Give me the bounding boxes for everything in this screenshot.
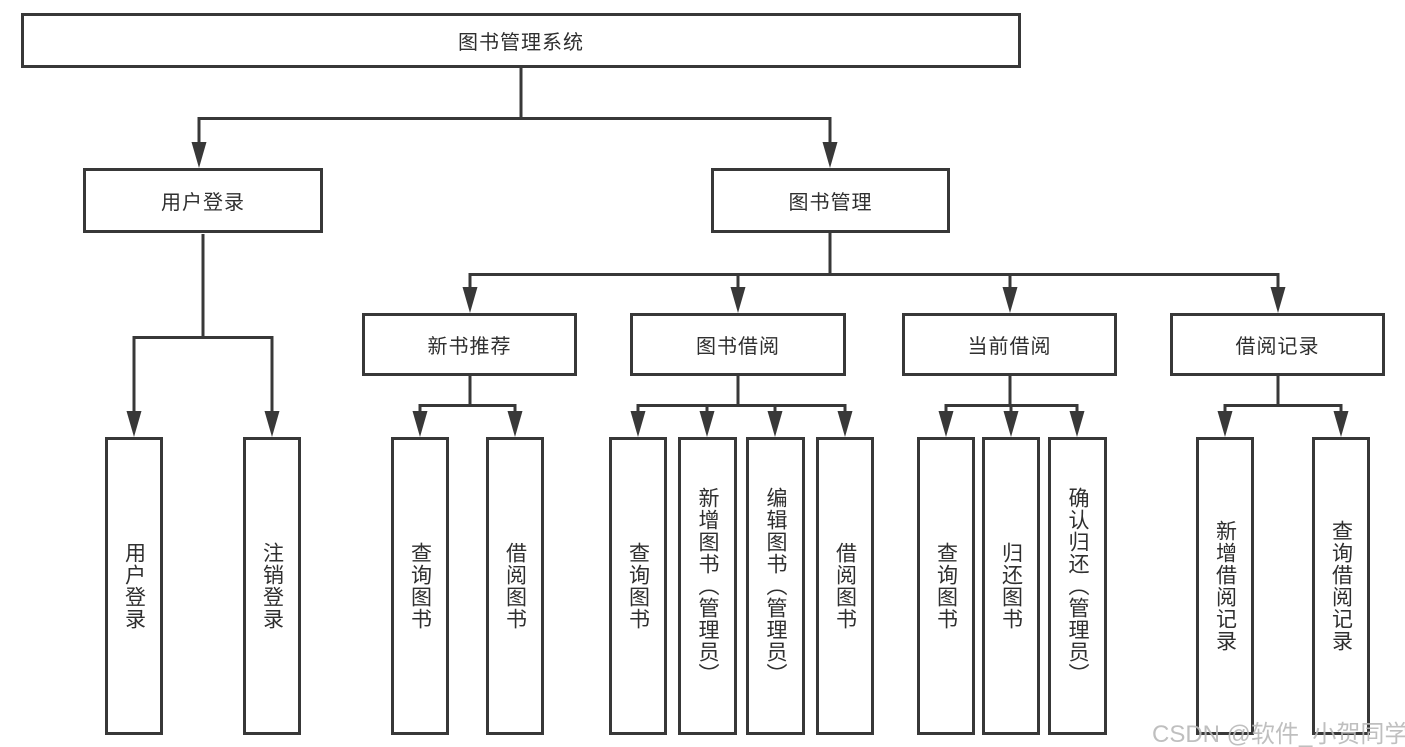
node-newbook-query-books: 查询图书 (391, 437, 449, 735)
arrowhead (837, 411, 853, 437)
node-borrowing-query-books: 查询图书 (609, 437, 667, 735)
arrowhead (462, 287, 478, 313)
node-user-login-action-label: 用户登录 (122, 542, 146, 630)
arrowhead (191, 142, 207, 168)
arrowhead (1069, 411, 1085, 437)
node-newbook-query-books-label: 查询图书 (408, 542, 432, 630)
node-borrowing-records-label: 借阅记录 (1235, 336, 1320, 358)
connector-bookborrow-split (636, 404, 847, 413)
node-logout-action: 注销登录 (243, 437, 301, 735)
node-borrowing-edit-books-admin-label: 编辑图书（管理员） (764, 487, 787, 685)
node-book-borrowing-label: 图书借阅 (696, 336, 780, 358)
arrowhead (1217, 411, 1233, 437)
node-current-borrowing: 当前借阅 (902, 313, 1117, 376)
connector-level3-split (468, 273, 1280, 289)
node-user-login-label: 用户登录 (161, 192, 245, 214)
node-user-login: 用户登录 (83, 168, 323, 233)
arrowhead (1002, 287, 1018, 313)
arrowhead (264, 411, 280, 437)
node-records-add-record: 新增借阅记录 (1196, 437, 1254, 735)
arrowhead (630, 411, 646, 437)
arrowhead (412, 411, 428, 437)
node-current-borrowing-label: 当前借阅 (967, 336, 1052, 358)
connector-userlogin-split (132, 336, 274, 413)
connector-lines (132, 68, 1343, 413)
node-borrowing-borrow-books: 借阅图书 (816, 437, 874, 735)
connector-level2-split (197, 117, 832, 144)
arrowhead (126, 411, 142, 437)
watermark-text: CSDN @软件_小贺同学 (1152, 721, 1405, 747)
node-new-book-recommend: 新书推荐 (362, 313, 577, 376)
arrowheads (126, 142, 1349, 437)
node-borrowing-borrow-books-label: 借阅图书 (833, 542, 857, 630)
arrowhead (822, 142, 838, 168)
node-root-label: 图书管理系统 (458, 32, 584, 54)
node-records-add-record-label: 新增借阅记录 (1213, 520, 1237, 652)
arrowhead (1270, 287, 1286, 313)
node-book-management-label: 图书管理 (788, 192, 873, 214)
node-user-login-action: 用户登录 (105, 437, 163, 735)
node-records-query-record: 查询借阅记录 (1312, 437, 1370, 735)
arrowhead (767, 411, 783, 437)
arrowhead (699, 411, 715, 437)
node-book-borrowing: 图书借阅 (630, 313, 846, 376)
connector-records-split (1223, 404, 1343, 413)
node-current-query-books-label: 查询图书 (934, 542, 958, 630)
node-current-return-books: 归还图书 (982, 437, 1040, 735)
node-records-query-record-label: 查询借阅记录 (1329, 520, 1353, 652)
arrowhead (730, 287, 746, 313)
node-current-confirm-return-admin-label: 确认归还（管理员） (1066, 487, 1089, 685)
arrowhead (1003, 411, 1019, 437)
node-new-book-recommend-label: 新书推荐 (427, 336, 512, 358)
node-current-query-books: 查询图书 (917, 437, 975, 735)
node-borrowing-add-books-admin-label: 新增图书（管理员） (696, 487, 719, 685)
node-root: 图书管理系统 (21, 13, 1021, 68)
arrowhead (507, 411, 523, 437)
node-borrowing-edit-books-admin: 编辑图书（管理员） (746, 437, 805, 735)
node-current-confirm-return-admin: 确认归还（管理员） (1048, 437, 1107, 735)
arrowhead (1333, 411, 1349, 437)
node-borrowing-query-books-label: 查询图书 (626, 542, 650, 630)
node-borrowing-records: 借阅记录 (1170, 313, 1385, 376)
node-logout-action-label: 注销登录 (260, 542, 284, 630)
node-current-return-books-label: 归还图书 (999, 542, 1023, 630)
arrowhead (938, 411, 954, 437)
node-borrowing-add-books-admin: 新增图书（管理员） (678, 437, 737, 735)
connector-newbook-split (418, 404, 517, 413)
node-newbook-borrow-books: 借阅图书 (486, 437, 544, 735)
node-newbook-borrow-books-label: 借阅图书 (503, 542, 527, 630)
node-book-management: 图书管理 (711, 168, 950, 233)
